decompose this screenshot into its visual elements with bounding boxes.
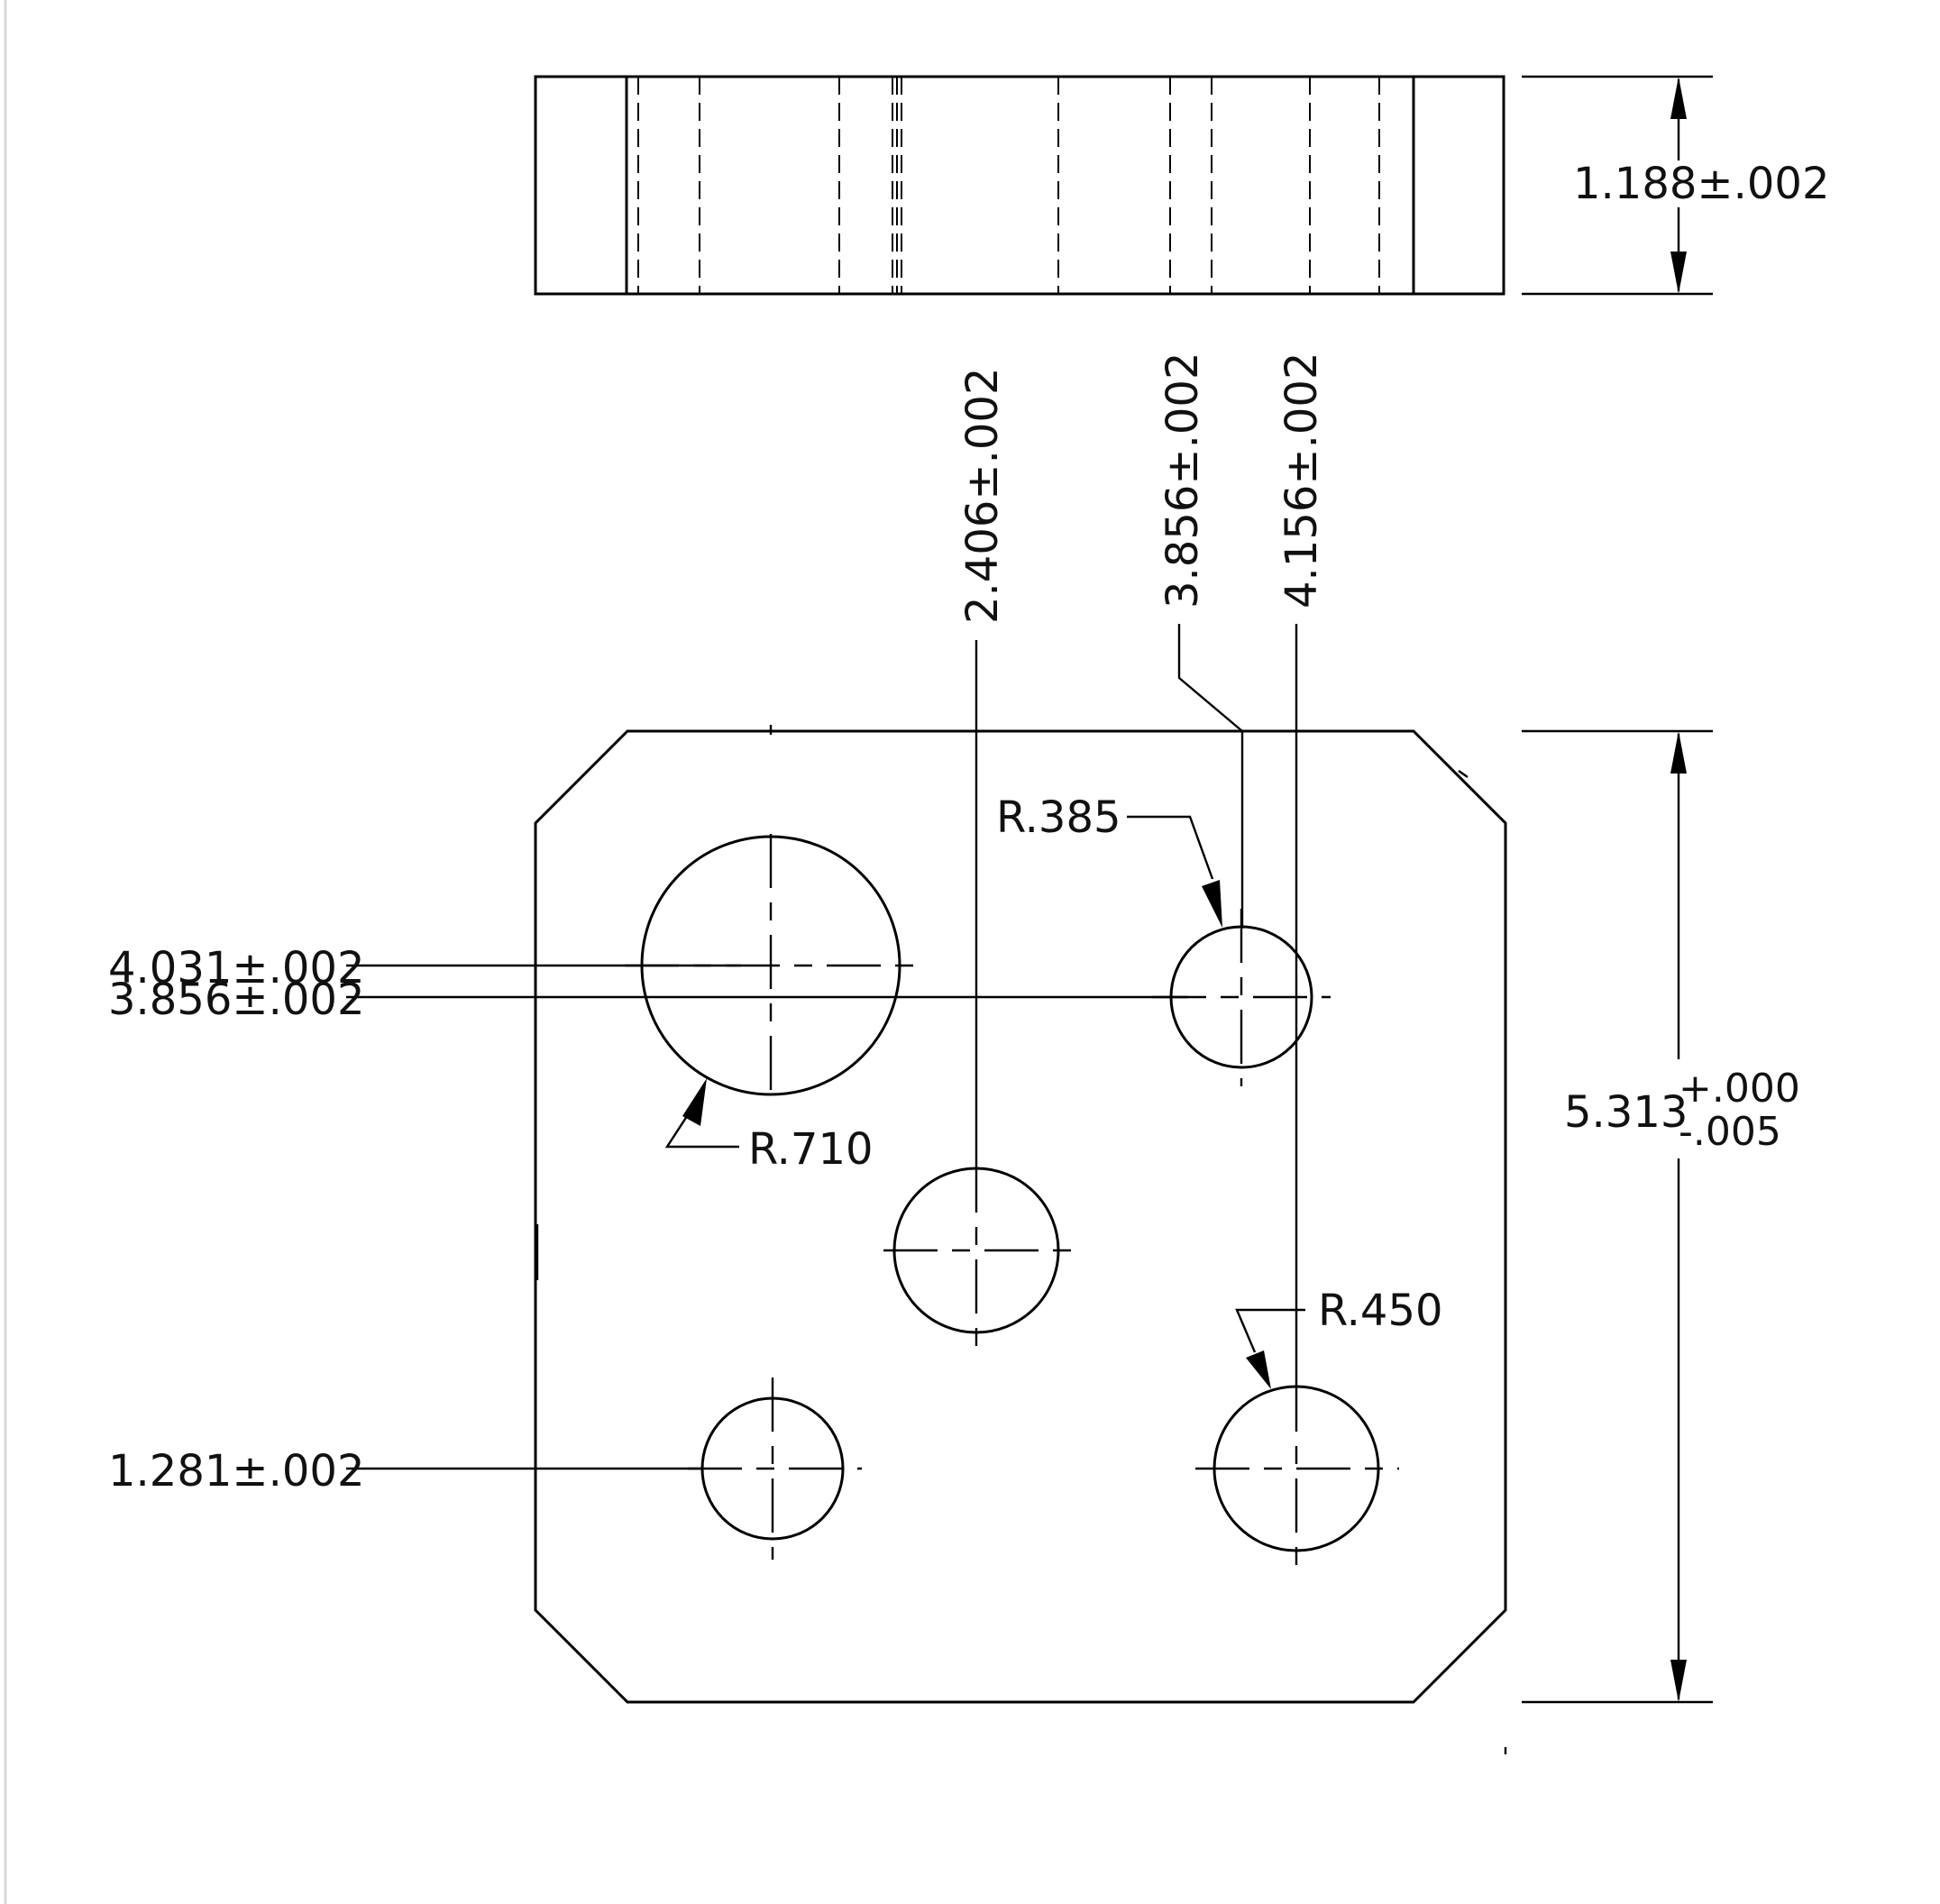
- height-dimension: 5.313 +.000 -.005: [1522, 729, 1800, 1704]
- x-dimension-lower-right-hole: 4.156±.002: [1277, 352, 1327, 1378]
- height-nominal-label: 5.313: [1564, 1087, 1688, 1138]
- y-dimension-upper-right-hole: 3.856±.002: [108, 975, 1188, 1025]
- height-tol-plus-label: +.000: [1679, 1066, 1800, 1112]
- thickness-label: 1.188±.002: [1573, 159, 1830, 209]
- x-dim-label: 3.856±.002: [1158, 352, 1208, 609]
- y-dim-label: 3.856±.002: [108, 975, 365, 1025]
- leader-line: [1127, 815, 1214, 880]
- arrowhead: [1670, 252, 1687, 294]
- hole-center: [883, 1158, 1080, 1352]
- edge-view-outline: [534, 75, 1505, 296]
- arrowhead: [682, 1078, 707, 1126]
- thickness-dimension: 1.188±.002: [1522, 75, 1830, 296]
- height-tol-minus-label: -.005: [1679, 1109, 1781, 1155]
- edge-view: [534, 75, 1505, 296]
- x-dimension-upper-right-hole: 3.856±.002: [1158, 352, 1244, 929]
- radius-label-small: R.385: [996, 792, 1121, 843]
- x-dim-label: 4.156±.002: [1277, 352, 1327, 609]
- radius-callout-large: R.710: [664, 1078, 874, 1175]
- arrowhead: [1670, 77, 1687, 119]
- arrowhead: [1202, 880, 1222, 928]
- radius-callout-lower-right: R.450: [1235, 1286, 1443, 1389]
- hole-lower-left: [688, 1378, 862, 1560]
- arrowhead: [1246, 1350, 1271, 1389]
- y-dim-label: 4.031±.002: [108, 943, 365, 993]
- radius-label-lower-right: R.450: [1318, 1286, 1443, 1336]
- radius-callout-small: R.385: [996, 792, 1222, 928]
- y-dim-label: 1.281±.002: [108, 1446, 365, 1497]
- radius-label-large: R.710: [748, 1124, 874, 1175]
- leader-line: [1235, 1308, 1305, 1353]
- hole-lower-right: [1195, 1378, 1399, 1569]
- arrowhead: [1670, 731, 1687, 774]
- y-dimension-lower-holes: 1.281±.002: [108, 1446, 703, 1497]
- plate-view: [534, 725, 1507, 1754]
- y-dimension-large-hole: 4.031±.002: [108, 943, 741, 993]
- leader-line: [1177, 624, 1244, 929]
- plate-outline: [534, 729, 1507, 1704]
- arrowhead: [1670, 1660, 1687, 1702]
- leader-line: [664, 1110, 739, 1149]
- x-dim-label: 2.406±.002: [957, 367, 1008, 624]
- edge-tick: [1458, 770, 1469, 778]
- x-dimension-center-hole: 2.406±.002: [957, 367, 1008, 1158]
